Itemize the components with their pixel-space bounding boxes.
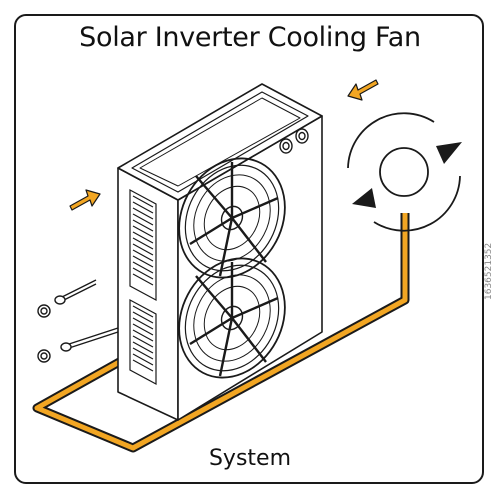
- fan-upper: [178, 157, 286, 279]
- airflow-arrow-left: [69, 189, 101, 211]
- airflow-arrow-right: [347, 79, 379, 101]
- coolant-pipe: [32, 213, 410, 453]
- front-vent-upper: [129, 188, 157, 302]
- fan-lower: [178, 257, 286, 379]
- diagram-caption: System: [208, 446, 292, 471]
- inverter-cabinet: [117, 83, 323, 421]
- control-knobs: [279, 128, 309, 154]
- rotation-cycle-icon: [347, 112, 462, 232]
- cable-connector-1: [37, 279, 97, 318]
- diagram-frame: [14, 14, 484, 484]
- stock-watermark: 1636521352: [484, 242, 494, 300]
- diagram-title: Solar Inverter Cooling Fan: [79, 22, 421, 53]
- cable-connector-2: [37, 327, 119, 363]
- front-vent-lower: [129, 298, 157, 386]
